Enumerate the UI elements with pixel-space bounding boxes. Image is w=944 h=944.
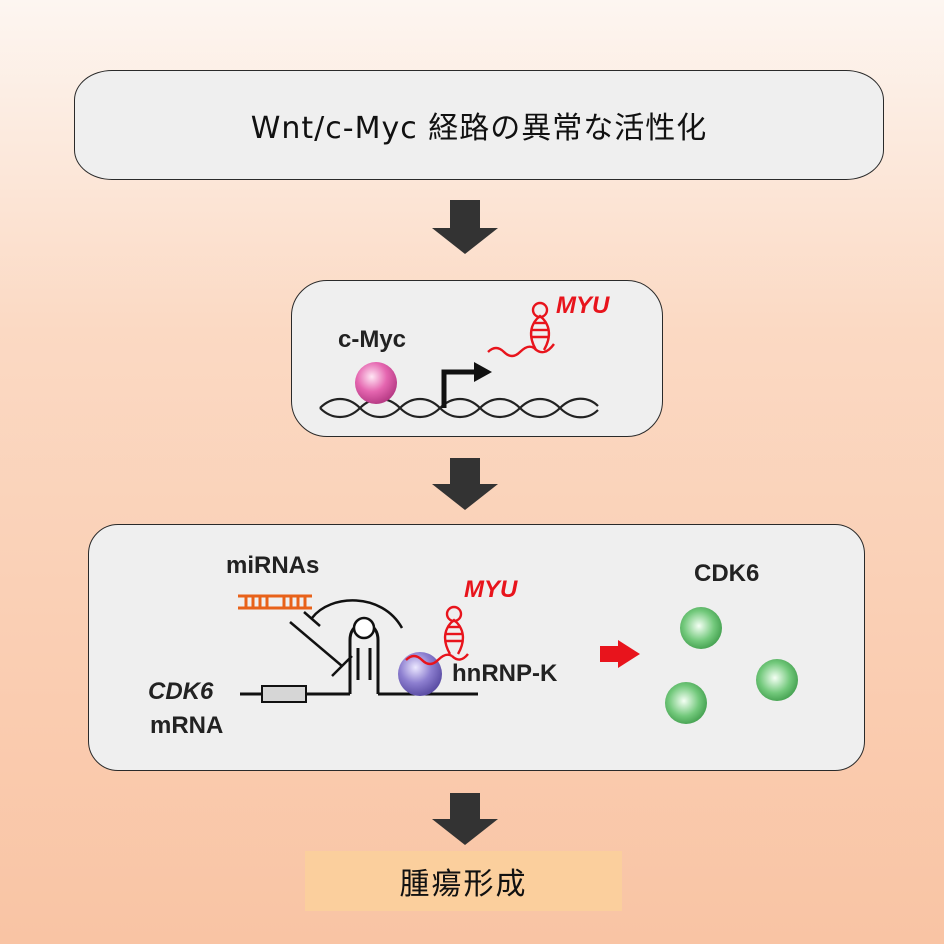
mirna-icon — [238, 594, 312, 610]
cdk6-protein-3 — [665, 682, 707, 724]
inhibition-arc — [311, 599, 404, 629]
down-arrow-3 — [432, 793, 498, 845]
mechanism-box — [88, 524, 865, 771]
dna-helix — [319, 397, 599, 419]
coding-region-box — [261, 685, 307, 703]
tumorigenesis-box: 腫瘍形成 — [305, 851, 622, 911]
myu-label-middle: MYU — [556, 292, 610, 319]
c-myc-label: c-Myc — [338, 326, 407, 353]
cdk6-protein-2 — [756, 659, 798, 701]
hnrnp-k-label: hnRNP-K — [452, 660, 558, 687]
tumorigenesis-text: 腫瘍形成 — [399, 867, 528, 902]
myu-rna-icon-bottom — [405, 605, 469, 666]
cdk6-protein-1 — [680, 607, 722, 649]
upregulation-arrow — [600, 640, 640, 668]
c-myc-protein — [355, 362, 397, 404]
pathway-activation-text: Wnt/c-Myc 経路の異常な活性化 — [250, 111, 708, 146]
cdk6-gene-label: CDK6 — [148, 678, 214, 705]
myu-rna-icon — [487, 301, 555, 358]
mirnas-label: miRNAs — [226, 552, 320, 579]
mirna-inhibition-line — [289, 621, 353, 677]
hairpin-loop — [352, 616, 376, 640]
mrna-label: mRNA — [150, 712, 224, 739]
cdk6-protein-label: CDK6 — [694, 560, 760, 587]
promoter-arrow — [441, 362, 492, 408]
myu-label-bottom: MYU — [464, 576, 518, 603]
down-arrow-1 — [432, 200, 498, 254]
pathway-activation-box: Wnt/c-Myc 経路の異常な活性化 — [74, 70, 884, 180]
down-arrow-2 — [432, 458, 498, 510]
